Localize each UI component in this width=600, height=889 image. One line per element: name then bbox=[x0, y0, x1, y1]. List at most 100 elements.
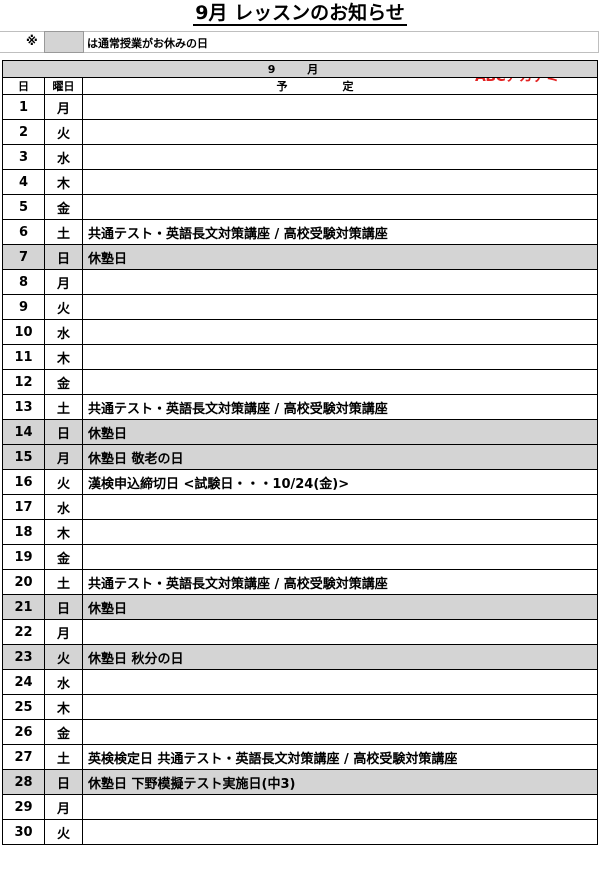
plan-cell bbox=[82, 294, 598, 320]
month-header-row: 9 月 bbox=[2, 60, 598, 78]
weekday-cell: 火 bbox=[44, 119, 83, 145]
day-cell: 3 bbox=[2, 144, 45, 170]
day-cell: 22 bbox=[2, 619, 45, 645]
weekday-cell: 金 bbox=[44, 194, 83, 220]
plan-cell: 漢検申込締切日 <試験日・・・10/24(金)> bbox=[82, 469, 598, 495]
weekday-cell: 水 bbox=[44, 669, 83, 695]
weekday-cell: 火 bbox=[44, 294, 83, 320]
day-cell: 24 bbox=[2, 669, 45, 695]
weekday-cell: 日 bbox=[44, 594, 83, 620]
legend-row: ※ は通常授業がお休みの日 ABCアカデミー bbox=[0, 31, 599, 85]
weekday-cell: 土 bbox=[44, 219, 83, 245]
day-cell: 14 bbox=[2, 419, 45, 445]
weekday-cell: 水 bbox=[44, 144, 83, 170]
weekday-cell: 火 bbox=[44, 469, 83, 495]
plan-cell: 共通テスト・英語長文対策講座 / 高校受験対策講座 bbox=[82, 219, 598, 245]
page-title-text: 9月 レッスンのお知らせ bbox=[193, 2, 407, 26]
legend-swatch bbox=[44, 31, 84, 53]
plan-cell: 共通テスト・英語長文対策講座 / 高校受験対策講座 bbox=[82, 569, 598, 595]
weekday-cell: 木 bbox=[44, 519, 83, 545]
weekday-cell: 土 bbox=[44, 744, 83, 770]
column-header-plan: 予定 bbox=[82, 77, 598, 95]
plan-cell: 休塾日 秋分の日 bbox=[82, 644, 598, 670]
day-cell: 30 bbox=[2, 819, 45, 845]
weekday-cell: 日 bbox=[44, 244, 83, 270]
plan-cell: 休塾日 bbox=[82, 594, 598, 620]
weekday-cell: 水 bbox=[44, 319, 83, 345]
day-cell: 13 bbox=[2, 394, 45, 420]
weekday-cell: 月 bbox=[44, 269, 83, 295]
weekday-cell: 日 bbox=[44, 419, 83, 445]
plan-cell bbox=[82, 819, 598, 845]
day-cell: 16 bbox=[2, 469, 45, 495]
weekday-cell: 金 bbox=[44, 719, 83, 745]
weekday-cell: 土 bbox=[44, 569, 83, 595]
plan-cell: 休塾日 bbox=[82, 244, 598, 270]
day-cell: 11 bbox=[2, 344, 45, 370]
plan-cell: 休塾日 bbox=[82, 419, 598, 445]
day-cell: 9 bbox=[2, 294, 45, 320]
plan-cell: 休塾日 敬老の日 bbox=[82, 444, 598, 470]
plan-cell bbox=[82, 669, 598, 695]
weekday-cell: 月 bbox=[44, 794, 83, 820]
plan-cell bbox=[82, 794, 598, 820]
plan-cell bbox=[82, 494, 598, 520]
plan-cell bbox=[82, 144, 598, 170]
legend-text: は通常授業がお休みの日 bbox=[87, 37, 208, 50]
plan-cell: 共通テスト・英語長文対策講座 / 高校受験対策講座 bbox=[82, 394, 598, 420]
day-cell: 8 bbox=[2, 269, 45, 295]
plan-cell bbox=[82, 269, 598, 295]
day-cell: 4 bbox=[2, 169, 45, 195]
plan-cell bbox=[82, 369, 598, 395]
weekday-cell: 日 bbox=[44, 769, 83, 795]
page-title: 9月 レッスンのお知らせ bbox=[0, 2, 600, 30]
day-cell: 10 bbox=[2, 319, 45, 345]
plan-cell bbox=[82, 719, 598, 745]
column-header-weekday: 曜日 bbox=[44, 77, 83, 95]
day-cell: 19 bbox=[2, 544, 45, 570]
day-cell: 1 bbox=[2, 94, 45, 120]
weekday-cell: 月 bbox=[44, 619, 83, 645]
plan-cell bbox=[82, 344, 598, 370]
weekday-cell: 月 bbox=[44, 444, 83, 470]
day-cell: 29 bbox=[2, 794, 45, 820]
weekday-cell: 木 bbox=[44, 344, 83, 370]
plan-cell bbox=[82, 694, 598, 720]
day-cell: 2 bbox=[2, 119, 45, 145]
day-cell: 18 bbox=[2, 519, 45, 545]
day-cell: 7 bbox=[2, 244, 45, 270]
day-cell: 6 bbox=[2, 219, 45, 245]
day-cell: 23 bbox=[2, 644, 45, 670]
legend-mark: ※ bbox=[26, 34, 38, 48]
day-cell: 27 bbox=[2, 744, 45, 770]
weekday-cell: 金 bbox=[44, 544, 83, 570]
day-cell: 26 bbox=[2, 719, 45, 745]
weekday-cell: 木 bbox=[44, 169, 83, 195]
column-header-day: 日 bbox=[2, 77, 45, 95]
